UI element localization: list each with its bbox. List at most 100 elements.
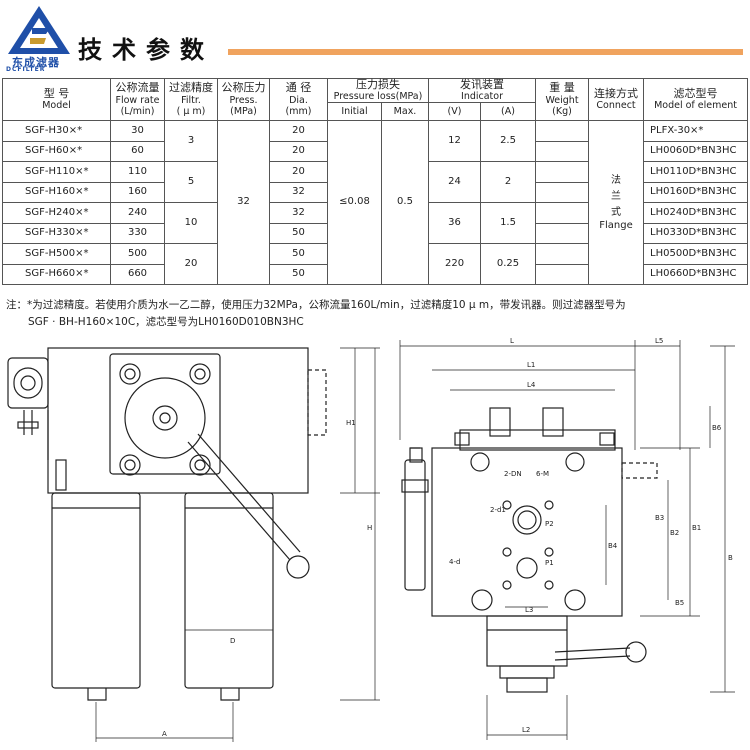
cell-element: PLFX-30×* — [643, 120, 749, 142]
technical-drawing: H1 H D A L L5 L1 L4 L3 L2 B6 B1 B2 B3 B4… — [7, 337, 735, 742]
handle-ball — [286, 555, 310, 579]
cell-model: SGF-H110×* — [2, 161, 111, 183]
brand-sub: DCFILTER — [6, 66, 46, 73]
cell-ind-v: 36 — [428, 202, 482, 245]
cell-filtr: 5 — [164, 161, 218, 204]
cell-loss-initial: ≤0.08 — [327, 120, 382, 286]
cell-element: LH0110D*BN3HC — [643, 161, 749, 183]
cell-model: SGF-H240×* — [2, 202, 111, 224]
cell-element: LH0160D*BN3HC — [643, 181, 749, 204]
cell-weight — [535, 120, 590, 142]
header-ind-v: (V) — [428, 102, 482, 122]
cell-model: SGF-H30×* — [2, 120, 111, 142]
brand-name: 东成滤器 — [12, 56, 60, 69]
dim-l5: L5 — [655, 337, 663, 345]
body-block — [431, 447, 623, 617]
filter-bowl-right — [184, 492, 274, 689]
cell-weight — [535, 222, 590, 245]
dim-b5: B5 — [675, 599, 684, 607]
cell-element: LH0660D*BN3HC — [643, 263, 749, 286]
label-4d: 4-d — [449, 558, 460, 566]
dim-b1: B1 — [692, 524, 701, 532]
cell-ind-a: 0.25 — [480, 243, 537, 286]
label-6m: 6-M — [536, 470, 549, 478]
label-2d1: 2-d1 — [490, 506, 506, 514]
page-title: 技术参数 — [78, 35, 214, 64]
flange-plate — [109, 353, 221, 475]
title-underline-bar — [228, 49, 743, 55]
table-row: SGF-H330×* 330 50 LH0330D*BN3HC — [2, 222, 749, 245]
dim-b3: B3 — [655, 514, 664, 522]
cell-dia: 50 — [269, 263, 328, 286]
cell-ind-a: 1.5 — [480, 202, 537, 245]
dim-d: D — [230, 637, 235, 645]
header-ind-a: (A) — [480, 102, 537, 122]
cell-element: LH0240D*BN3HC — [643, 202, 749, 224]
table-row: SGF-H30×* 30 3 32 20 ≤0.08 0.5 12 2.5 法兰… — [2, 120, 749, 286]
cell-weight — [535, 243, 590, 265]
cell-filtr: 3 — [164, 120, 218, 163]
cell-weight — [535, 263, 590, 286]
cell-dia: 20 — [269, 161, 328, 183]
cell-element: LH0060D*BN3HC — [643, 140, 749, 163]
table-row: SGF-H160×* 160 32 LH0160D*BN3HC — [2, 181, 749, 204]
note-line-2: SGF · BH-H160×10C，滤芯型号为LH0160D010BN3HC — [28, 316, 304, 328]
cell-ind-v: 220 — [428, 243, 482, 286]
cell-model: SGF-H500×* — [2, 243, 111, 265]
dim-h1: H1 — [346, 419, 356, 427]
dim-b6: B6 — [712, 424, 722, 432]
label-p2: P2 — [545, 520, 554, 528]
dim-b4: B4 — [608, 542, 618, 550]
dim-h: H — [367, 524, 372, 532]
cell-weight — [535, 161, 590, 183]
cell-element: LH0330D*BN3HC — [643, 222, 749, 245]
cell-loss-max: 0.5 — [380, 120, 430, 286]
cell-flow: 60 — [110, 140, 165, 163]
dim-a: A — [162, 730, 167, 738]
cell-ind-v: 24 — [428, 161, 482, 204]
brand-logo — [8, 6, 70, 54]
cell-flow: 160 — [110, 181, 165, 204]
header-loss-initial: Initial — [327, 102, 382, 122]
filter-bowl-left — [51, 492, 141, 689]
cell-dia: 50 — [269, 222, 328, 245]
cell-model: SGF-H60×* — [2, 140, 111, 163]
dim-b2: B2 — [670, 529, 679, 537]
dim-l4: L4 — [527, 381, 536, 389]
cell-ind-a: 2.5 — [480, 120, 537, 163]
label-p1: P1 — [545, 559, 554, 567]
note-line-1: 注：*为过滤精度。若使用介质为水一乙二醇，使用压力32MPa，公称流量160L/… — [6, 299, 626, 311]
cell-filtr: 10 — [164, 202, 218, 245]
cell-dia: 50 — [269, 243, 328, 265]
header-loss-max: Max. — [380, 102, 430, 122]
cell-dia: 20 — [269, 120, 328, 142]
cell-ind-v: 12 — [428, 120, 482, 163]
cell-flow: 110 — [110, 161, 165, 183]
cell-weight — [535, 181, 590, 204]
cell-flow: 660 — [110, 263, 165, 286]
cell-model: SGF-H660×* — [2, 263, 111, 286]
cell-element: LH0500D*BN3HC — [643, 243, 749, 265]
dim-l2: L2 — [522, 726, 530, 734]
cell-dia: 20 — [269, 140, 328, 163]
dim-l: L — [510, 337, 514, 345]
cell-dia: 32 — [269, 202, 328, 224]
cell-flow: 330 — [110, 222, 165, 245]
head-block — [47, 347, 309, 494]
cell-ind-a: 2 — [480, 161, 537, 204]
dim-b: B — [728, 554, 733, 562]
cell-filtr: 20 — [164, 243, 218, 286]
cell-weight — [535, 140, 590, 163]
table-row: SGF-H660×* 660 50 LH0660D*BN3HC — [2, 263, 749, 286]
